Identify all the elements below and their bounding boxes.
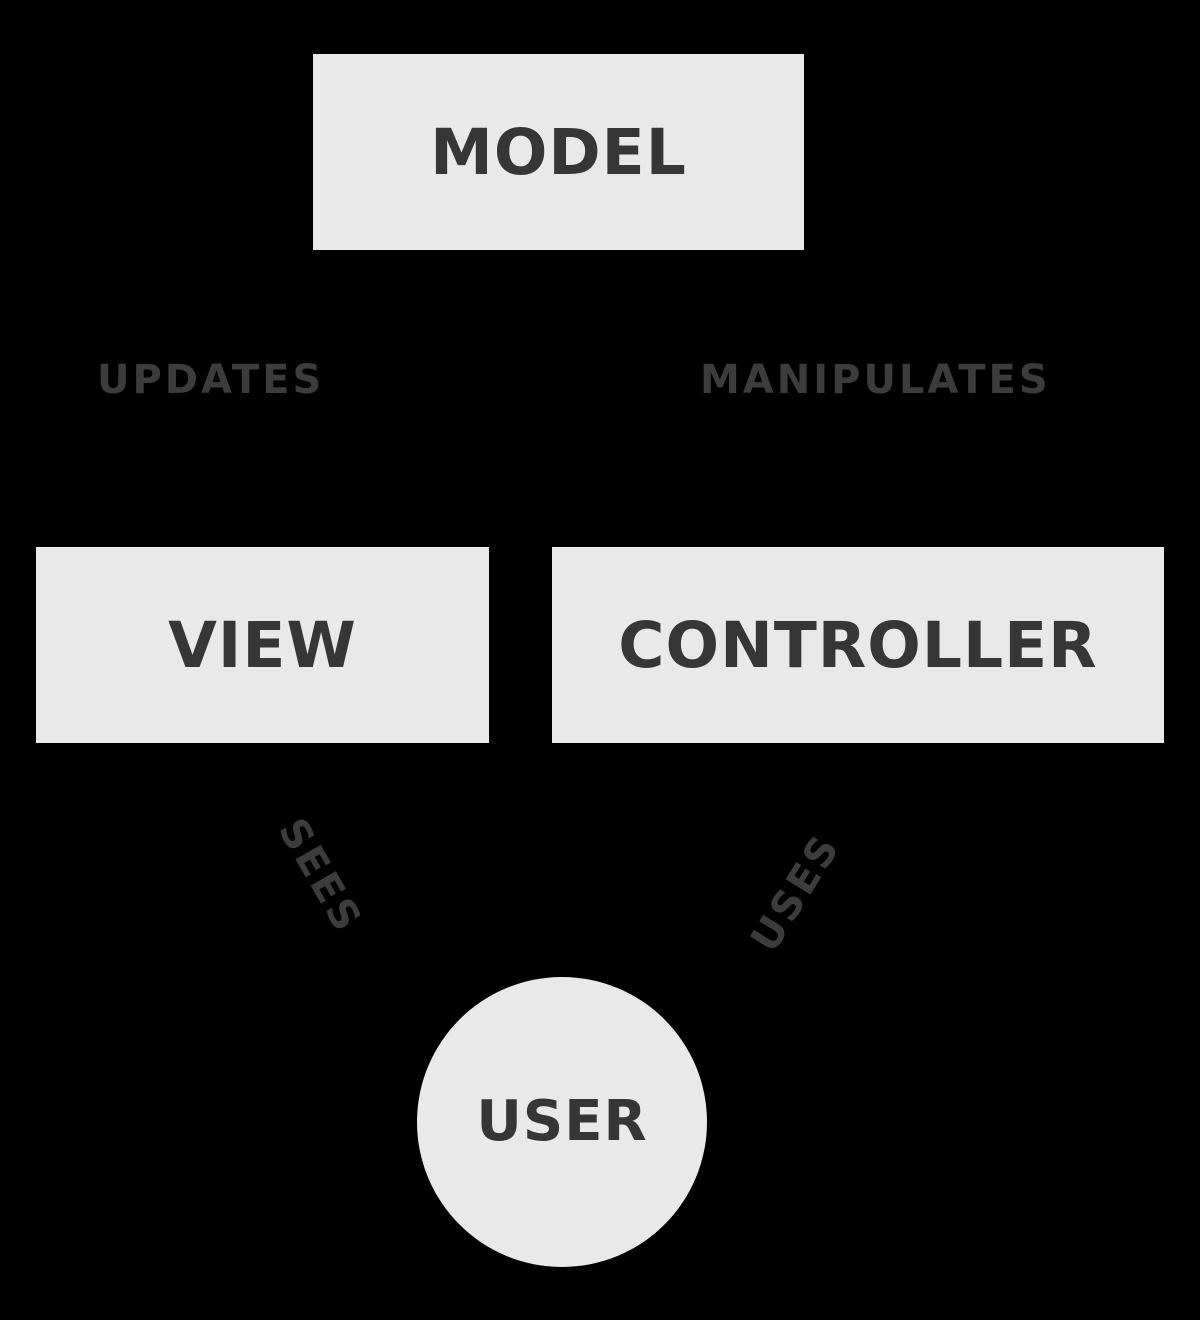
- node-user-label: USER: [476, 1089, 648, 1154]
- edge-label-manipulates-text: MANIPULATES: [700, 357, 1051, 403]
- edge-label-sees-text: SEES: [269, 810, 371, 942]
- node-model[interactable]: MODEL: [313, 54, 804, 250]
- node-controller[interactable]: CONTROLLER: [552, 547, 1164, 743]
- node-view[interactable]: VIEW: [36, 547, 489, 743]
- node-model-label: MODEL: [430, 115, 687, 189]
- edge-label-uses-text: USES: [742, 825, 850, 961]
- edge-label-manipulates: MANIPULATES: [700, 360, 1051, 400]
- node-controller-label: CONTROLLER: [618, 608, 1098, 682]
- node-view-label: VIEW: [168, 608, 357, 682]
- edge-label-uses: USES: [742, 825, 850, 961]
- edge-label-sees: SEES: [269, 810, 371, 942]
- node-user[interactable]: USER: [417, 977, 707, 1267]
- edge-label-updates: UPDATES: [97, 360, 324, 400]
- edge-label-updates-text: UPDATES: [97, 357, 325, 403]
